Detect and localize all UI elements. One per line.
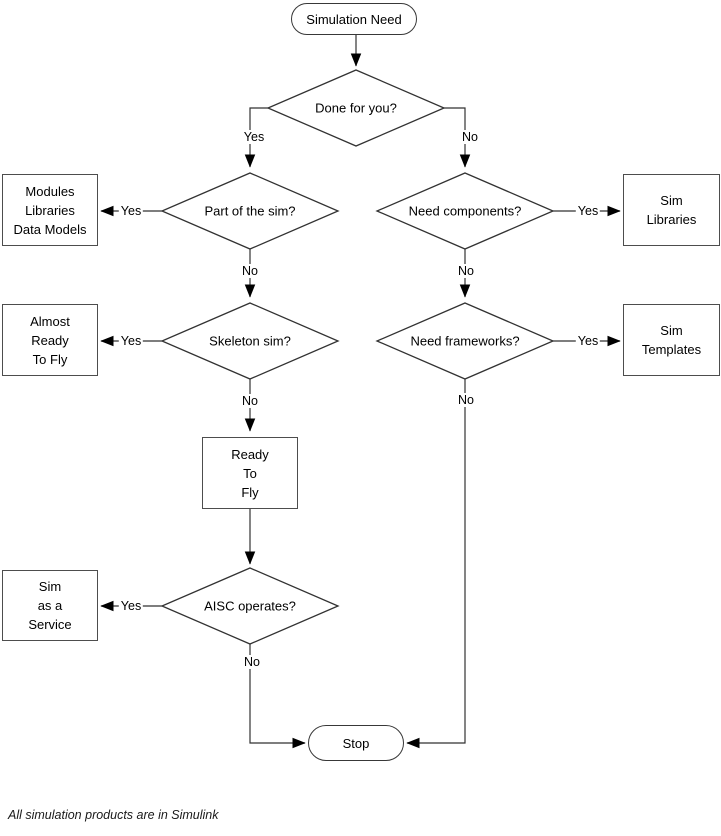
node-almost-ready-label: Almost Ready To Fly <box>30 313 70 367</box>
node-simulation-need: Simulation Need <box>291 3 417 35</box>
edge-label-part-no: No <box>240 264 260 278</box>
node-sim-as-service-label: Sim as a Service <box>28 579 72 632</box>
edge-label-skeleton-no: No <box>240 394 260 408</box>
decision-skeleton-sim <box>160 302 340 380</box>
edge-label-components-yes: Yes <box>575 204 601 218</box>
decision-aisc-operates <box>160 567 340 645</box>
edge-frameworks-no-to-stop <box>406 379 466 749</box>
edge-label-components-no: No <box>456 264 476 278</box>
decision-done-for-you <box>266 69 446 147</box>
decision-aisc-operates-label: AISC operates? <box>204 598 296 614</box>
node-sim-templates: Sim Templates <box>623 304 720 376</box>
node-simulation-need-label: Simulation Need <box>306 11 402 27</box>
footer-note: All simulation products are in Simulink <box>8 808 219 822</box>
edge-label-aisc-no: No <box>242 655 262 669</box>
edge-label-aisc-yes: Yes <box>118 599 144 613</box>
decision-need-frameworks <box>375 302 555 380</box>
edge-done-no <box>444 107 471 168</box>
edge-label-frameworks-yes: Yes <box>575 334 601 348</box>
decision-need-components <box>375 172 555 250</box>
node-modules-libraries-data-models: Modules Libraries Data Models <box>2 174 98 246</box>
decision-need-components-label: Need components? <box>408 203 522 219</box>
node-modules-label: Modules Libraries Data Models <box>13 183 87 237</box>
node-sim-libraries: Sim Libraries <box>623 174 720 246</box>
edge-label-frameworks-no: No <box>456 393 476 407</box>
node-stop-label: Stop <box>342 735 370 751</box>
node-ready-to-fly-label: Ready To Fly <box>231 446 269 500</box>
node-sim-libraries-label: Sim Libraries <box>646 193 697 227</box>
edge-aisc-no-to-stop <box>249 644 306 749</box>
node-sim-templates-label: Sim Templates <box>641 323 702 357</box>
decision-done-for-you-label: Done for you? <box>315 100 397 116</box>
node-stop: Stop <box>308 725 404 761</box>
edge-label-done-no: No <box>460 130 480 144</box>
edge-label-part-yes: Yes <box>118 204 144 218</box>
node-sim-as-a-service: Sim as a Service <box>2 570 98 641</box>
edge-label-skeleton-yes: Yes <box>118 334 144 348</box>
edge-done-yes <box>244 107 268 168</box>
node-ready-to-fly: Ready To Fly <box>202 437 298 509</box>
edge-label-done-yes: Yes <box>241 130 267 144</box>
decision-part-of-sim <box>160 172 340 250</box>
node-almost-ready-to-fly: Almost Ready To Fly <box>2 304 98 376</box>
decision-need-frameworks-label: Need frameworks? <box>410 333 520 349</box>
decision-skeleton-sim-label: Skeleton sim? <box>209 333 291 349</box>
decision-part-of-sim-label: Part of the sim? <box>204 203 296 219</box>
